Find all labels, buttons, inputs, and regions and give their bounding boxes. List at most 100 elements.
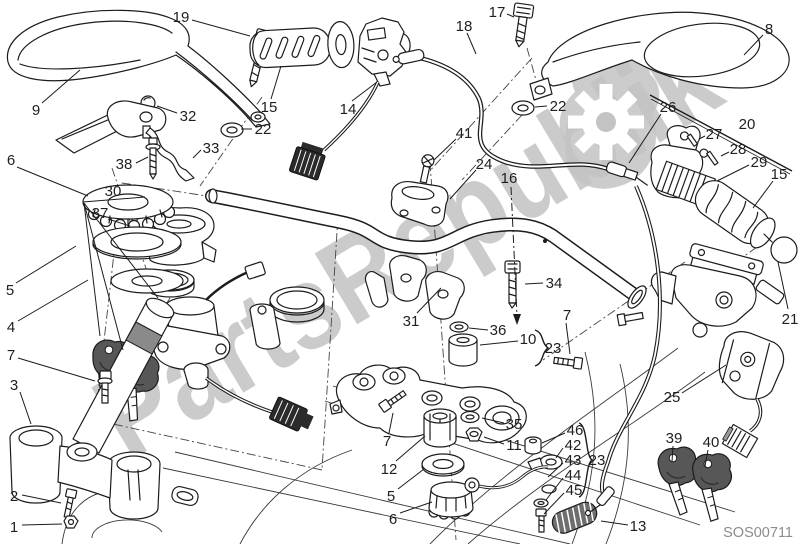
washer-22-center [511,100,535,116]
part-label-16: 16 [501,170,521,325]
svg-text:13: 13 [630,518,647,535]
ignition-wire [204,376,273,414]
right-rearview-mirror [529,11,790,101]
part-label-40: 40 [703,434,720,467]
clamp-bolt-34 [504,260,521,309]
washer-35 [460,410,480,424]
top-yoke [329,364,527,444]
svg-text:4: 4 [7,319,15,336]
svg-text:1: 1 [10,519,18,536]
part-label-12: 12 [381,435,426,478]
wire-connector-black-lower [269,396,314,432]
left-rearview-mirror [6,9,271,128]
svg-text:27: 27 [706,126,723,143]
svg-text:3: 3 [10,377,18,394]
bottom-yoke [9,425,199,520]
svg-text:15: 15 [261,99,278,116]
svg-text:15: 15 [771,166,788,183]
part-label-23: 23 [578,422,606,498]
handlebar-lower-clamp [364,255,465,320]
svg-text:45: 45 [566,482,583,499]
lock-cylinder [249,303,281,350]
part-label-5: 5 [6,245,77,299]
svg-text:2: 2 [10,488,18,505]
svg-text:22: 22 [550,98,567,115]
part-label-19: 19 [173,9,251,37]
svg-text:42: 42 [565,437,582,454]
steering-stem [72,297,175,454]
svg-text:6: 6 [7,152,15,169]
svg-text:40: 40 [703,434,720,451]
clamp-screw-41 [419,154,435,184]
svg-text:16: 16 [501,170,518,187]
part-label-21: 21 [777,261,799,328]
left-switchgear [357,17,411,87]
svg-text:23: 23 [589,452,606,469]
svg-text:30: 30 [105,183,122,200]
svg-text:18: 18 [456,18,473,35]
part-label-45: 45 [543,482,583,515]
part-label-2: 2 [10,488,62,505]
key-blank-39 [657,446,698,516]
part-label-46: 46 [541,422,583,444]
part-label-22: 22 [534,98,567,115]
instrument-cup [269,286,325,323]
part-label-7: 7 [7,347,96,382]
throttle-screw-27 [679,131,699,147]
part-label-37: 37 [92,205,131,227]
clutch-lever-assembly [55,100,195,182]
svg-text:38: 38 [116,156,133,173]
part-label-28: 28 [720,141,747,158]
steering-seal-5 [92,226,182,260]
nut-11 [465,427,483,442]
front-brake-master-cylinder [616,243,785,338]
handlebar [205,188,647,309]
cable-bracket-assembly [464,436,563,533]
part-label-36: 36 [468,322,507,339]
part-label-41: 41 [433,125,473,161]
svg-text:23: 23 [545,340,562,357]
svg-text:41: 41 [456,125,473,142]
cable-18 [392,48,648,186]
part-label-4: 4 [7,279,89,336]
part-label-9: 9 [32,69,81,119]
svg-text:35: 35 [506,416,523,433]
part-label-1: 1 [10,519,63,536]
svg-text:39: 39 [666,430,683,447]
svg-text:22: 22 [255,121,272,138]
part-label-6: 6 [7,152,89,197]
bushing-10 [448,333,478,367]
svg-text:20: 20 [739,116,756,133]
part-label-23: 23 [534,329,562,367]
right-handlebar-grip [694,180,798,264]
svg-text:36: 36 [490,322,507,339]
svg-text:14: 14 [340,101,357,118]
svg-text:19: 19 [173,9,190,26]
washer-22-left [220,122,244,138]
svg-text:34: 34 [546,275,563,292]
wire-connector-right [721,423,759,459]
svg-text:9: 9 [32,102,40,119]
svg-text:11: 11 [506,437,522,454]
svg-text:43: 43 [565,452,582,469]
part-label-34: 34 [524,275,563,292]
steering-washer-4 [110,268,184,294]
svg-text:21: 21 [782,311,799,328]
part-label-20: 20 [739,116,756,133]
svg-text:28: 28 [730,141,747,158]
svg-text:12: 12 [381,461,398,478]
part-label-38: 38 [116,156,149,173]
part-label-44: 44 [545,467,581,501]
steering-bearing-6-lower [428,481,474,520]
return-spring-13 [551,500,598,535]
lever-screw-38 [145,137,161,180]
yoke-pinch-bolt-7 [97,370,113,404]
svg-text:6: 6 [389,511,397,528]
diagram-code: SOS00711 [723,525,793,541]
part-label-22: 22 [241,121,271,138]
part-label-11: 11 [483,436,522,454]
part-label-7: 7 [383,412,394,450]
key-blank-40 [688,451,734,524]
left-handlebar-grip [249,21,355,69]
